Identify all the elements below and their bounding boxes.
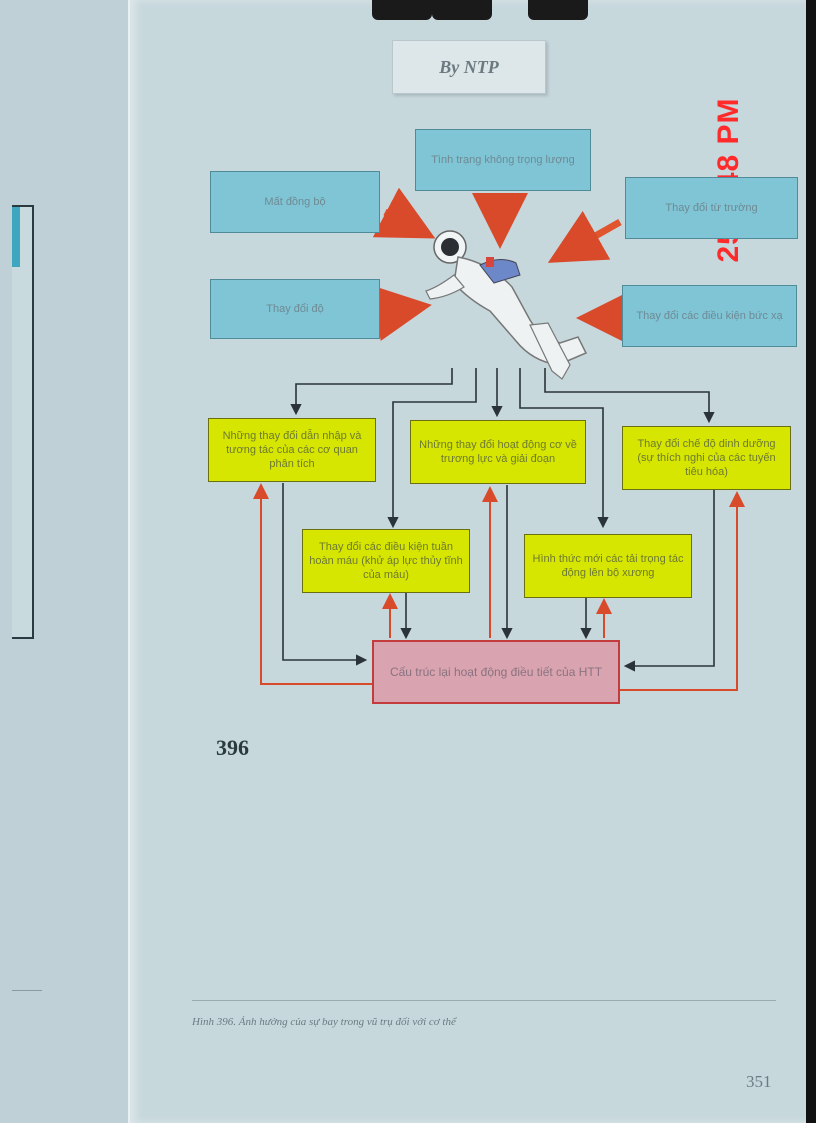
page-number: 351 [746,1072,772,1091]
caption-text: Ảnh hưởng của sự bay trong vũ trụ đối vớ… [238,1016,456,1028]
effect-che-do-dinh-duong: Thay đổi chế độ dinh dưỡng (sự thích ngh… [622,426,791,490]
caption-rule [192,1000,776,1001]
effect-hoat-dong-co: Những thay đổi hoạt động cơ về trương lự… [410,420,586,484]
effect-tuong-tac-co-quan: Những thay đổi dẫn nhập và tương tác của… [208,418,376,482]
cause-thay-doi-do: Thay đổi độ [210,279,380,339]
figure-number: 396 [216,735,249,760]
feedback-lines [253,483,745,691]
effect-lines [282,368,715,672]
figure-caption: Hình 396. Ảnh hưởng của sự bay trong vũ … [192,1016,456,1028]
effect-tuan-hoan-mau: Thay đổi các điều kiện tuần hoàn máu (kh… [302,529,470,593]
caption-label: Hình 396. [192,1016,236,1028]
cause-thay-doi-buc-xa: Thay đổi các điều kiện bức xạ [622,285,797,347]
astronaut-illustration [425,230,588,380]
cause-thay-doi-tu-truong: Thay đổi từ trường [625,177,798,239]
facing-page-edge [0,0,150,1123]
arrow-tu-truong [547,210,622,263]
arrow-mat-dong-bo [372,187,436,239]
header-tab-label: By NTP [439,57,499,77]
cause-tinh-trang-khong-trong-luong: Tình trạng không trọng lượng [415,129,591,191]
binder-clip-middle [432,0,492,20]
cause-arrows [372,187,632,346]
header-tab: By NTP [392,40,546,94]
center-htt-regulation: Cấu trúc lại hoạt động điều tiết của HTT [372,640,620,704]
binder-clip-right [528,0,588,20]
facing-page-box-edge [12,205,34,639]
facing-page-rule [12,990,42,991]
cause-mat-dong-bo: Mất đồng bộ [210,171,380,233]
arrow-thay-doi-do [372,285,432,341]
binder-clip-left [372,0,432,20]
effect-tai-trong-bo-xuong: Hình thức mới các tải trọng tác động lên… [524,534,692,598]
